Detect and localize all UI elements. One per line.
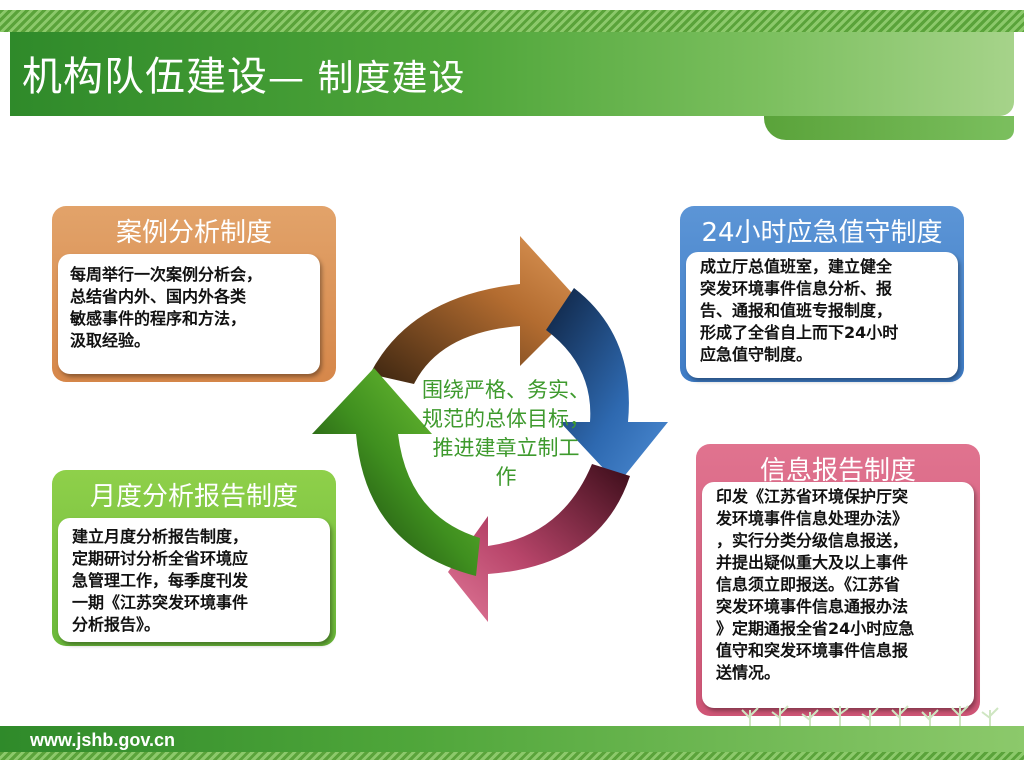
cycle-arrows-diagram (312, 236, 668, 622)
center-line: 作 (495, 465, 517, 489)
card-line: 告、通报和值班专报制度， (700, 301, 893, 320)
info-report-title: 信息报告制度 (759, 456, 916, 486)
card-line: 》定期通报全省24小时应急 (716, 619, 915, 638)
card-line: 总结省内外、国内外各类 (70, 287, 247, 306)
card-line: 值守和突发环境事件信息报 (716, 641, 909, 660)
title-tab (764, 116, 1014, 140)
card-line: 汲取经验。 (70, 331, 151, 350)
case-analysis-card: 案例分析制度 每周举行一次案例分析会， 总结省内外、国内外各类 敏感事件的程序和… (52, 206, 336, 382)
duty-24h-body: 成立厅总值班室，建立健全 突发环境事件信息分析、报 告、通报和值班专报制度， 形… (686, 252, 958, 378)
card-line: 印发《江苏省环境保护厅突 (716, 487, 909, 506)
monthly-report-title: 月度分析报告制度 (89, 482, 298, 512)
page-title-main: 机构队伍建设 (22, 54, 268, 100)
monthly-report-card: 月度分析报告制度 建立月度分析报告制度， 定期研讨分析全省环境应 急管理工作，每… (52, 470, 336, 646)
card-line: 敏感事件的程序和方法， (70, 309, 247, 328)
center-line: 围绕严格、务实、 (422, 378, 590, 402)
case-analysis-body: 每周举行一次案例分析会， 总结省内外、国内外各类 敏感事件的程序和方法， 汲取经… (58, 254, 320, 374)
duty-24h-card: 24小时应急值守制度 成立厅总值班室，建立健全 突发环境事件信息分析、报 告、通… (680, 206, 964, 382)
duty-24h-title: 24小时应急值守制度 (701, 218, 943, 248)
green-arrow (312, 368, 480, 576)
case-analysis-title: 案例分析制度 (115, 218, 272, 248)
card-line: 一期《江苏突发环境事件 (72, 593, 249, 612)
pink-arrow (448, 464, 630, 622)
card-line: ，实行分类分级信息报送， (716, 531, 909, 550)
footer-url-link[interactable]: www.jshb.gov.cn (30, 730, 176, 750)
card-line: 每周举行一次案例分析会， (70, 265, 263, 284)
card-line: 成立厅总值班室，建立健全 (700, 257, 893, 276)
blue-arrow (546, 288, 668, 484)
title-bar (10, 32, 1014, 116)
card-line: 并提出疑似重大及以上事件 (716, 553, 909, 572)
page-title: 机构队伍建设— 制度建设 (22, 44, 465, 102)
card-line: 送情况。 (716, 663, 781, 682)
card-line: 突发环境事件信息分析、报 (700, 279, 893, 298)
card-line: 突发环境事件信息通报办法 (716, 597, 909, 616)
info-report-body: 印发《江苏省环境保护厅突 发环境事件信息处理办法》 ，实行分类分级信息报送， 并… (702, 482, 974, 708)
monthly-report-body: 建立月度分析报告制度， 定期研讨分析全省环境应 急管理工作，每季度刊发 一期《江… (58, 518, 330, 642)
info-report-card: 信息报告制度 印发《江苏省环境保护厅突 发环境事件信息处理办法》 ，实行分类分级… (696, 444, 980, 716)
card-line: 发环境事件信息处理办法》 (716, 509, 909, 528)
center-line: 规范的总体目标， (422, 407, 590, 431)
center-line: 推进建章立制工 (432, 436, 580, 460)
top-stripe (0, 10, 1024, 32)
card-line: 分析报告》。 (72, 615, 161, 634)
card-line: 定期研讨分析全省环境应 (72, 549, 249, 568)
footer-bar (0, 726, 1024, 752)
card-line: 建立月度分析报告制度， (72, 527, 249, 546)
card-line: 应急值守制度。 (700, 345, 813, 364)
center-goal-text: 围绕严格、务实、 规范的总体目标， 推进建章立制工 作 (408, 376, 604, 492)
card-line: 急管理工作，每季度刊发 (72, 571, 249, 590)
card-line: 信息须立即报送。《江苏省 (716, 575, 901, 594)
orange-arrow (370, 236, 582, 384)
footer-stripe (0, 752, 1024, 760)
card-line: 形成了全省自上而下24小时 (700, 323, 899, 342)
page-subtitle: — 制度建设 (268, 58, 466, 99)
